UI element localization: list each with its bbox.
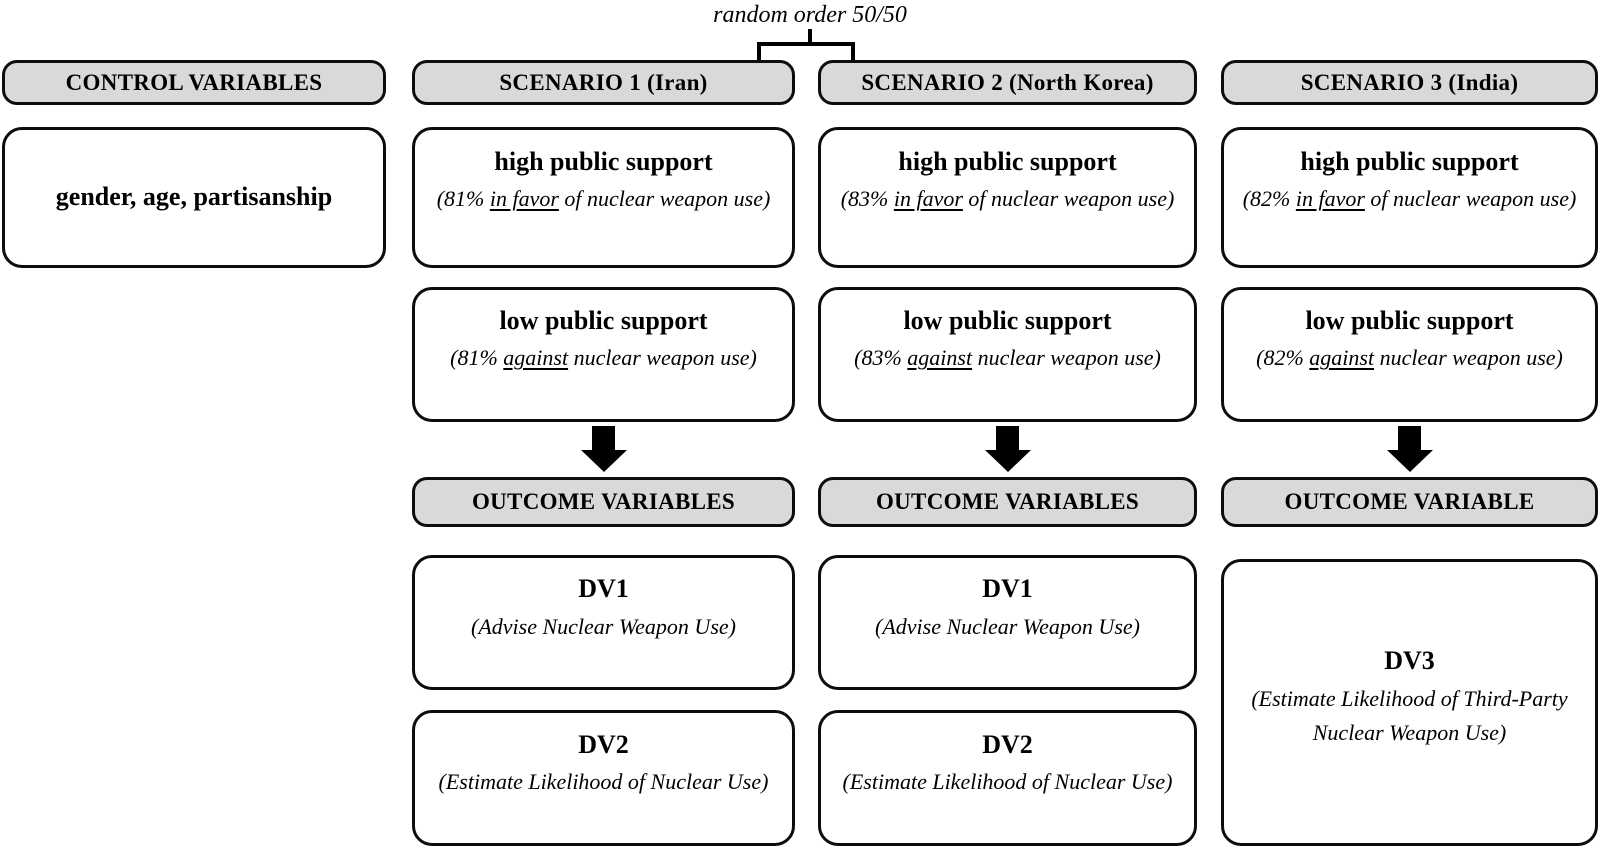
scenario3-high-support-box: high public support (82% in favor of nuc… [1221, 127, 1598, 268]
dv-description: (Advise Nuclear Weapon Use) [471, 613, 736, 639]
scenario1-dv2-box: DV2 (Estimate Likelihood of Nuclear Use) [412, 710, 795, 846]
arrow-head [1386, 450, 1433, 472]
arrow-head [984, 450, 1031, 472]
detail-post: of nuclear weapon use) [558, 186, 771, 212]
down-arrow-icon [1386, 426, 1433, 472]
scenario2-header: SCENARIO 2 (North Korea) [818, 60, 1197, 105]
scenario2-high-support-box: high public support (83% in favor of nuc… [818, 127, 1197, 268]
control-variables-box: gender, age, partisanship [2, 127, 386, 268]
scenario2-column: SCENARIO 2 (North Korea) high public sup… [818, 0, 1197, 848]
scenario1-low-support-box: low public support (81% against nuclear … [412, 287, 795, 422]
scenario2-dv2-box: DV2 (Estimate Likelihood of Nuclear Use) [818, 710, 1197, 846]
control-variables-header: CONTROL VARIABLES [2, 60, 386, 105]
dv-name: DV2 [982, 729, 1033, 759]
control-variables-column: CONTROL VARIABLES gender, age, partisans… [2, 0, 386, 848]
dv-description: (Estimate Likelihood of Nuclear Use) [438, 769, 769, 795]
detail-underline: in favor [1295, 186, 1365, 212]
down-arrow-icon [984, 426, 1031, 472]
scenario3-low-support-box: low public support (82% against nuclear … [1221, 287, 1598, 422]
low-support-detail: (83% against nuclear weapon use) [854, 341, 1161, 374]
detail-post: nuclear weapon use) [1374, 345, 1563, 371]
detail-pre: (81% [436, 186, 490, 212]
low-support-detail: (82% against nuclear weapon use) [1256, 341, 1563, 374]
detail-post: of nuclear weapon use) [1364, 186, 1577, 212]
detail-pre: (83% [854, 345, 908, 371]
scenario3-dv3-box: DV3 (Estimate Likelihood of Third-Party … [1221, 559, 1598, 846]
random-order-bracket-stem [808, 29, 812, 43]
detail-pre: (82% [1256, 345, 1310, 371]
detail-underline: in favor [893, 186, 963, 212]
scenario2-outcome-header: OUTCOME VARIABLES [818, 477, 1197, 527]
high-support-detail: (81% in favor of nuclear weapon use) [437, 182, 771, 215]
detail-post: of nuclear weapon use) [962, 186, 1175, 212]
low-support-title: low public support [903, 305, 1112, 335]
detail-pre: (81% [450, 345, 504, 371]
detail-underline: against [907, 345, 973, 371]
dv-name: DV2 [578, 729, 629, 759]
dv-name: DV3 [1384, 646, 1435, 676]
scenario1-outcome-header: OUTCOME VARIABLES [412, 477, 795, 527]
dv-name: DV1 [578, 574, 629, 604]
control-variables-text: gender, age, partisanship [55, 182, 333, 212]
detail-post: nuclear weapon use) [972, 345, 1161, 371]
down-arrow-icon [580, 426, 627, 472]
scenario3-column: SCENARIO 3 (India) high public support (… [1221, 0, 1598, 848]
arrow-head [580, 450, 627, 472]
detail-underline: in favor [489, 186, 559, 212]
high-support-title: high public support [898, 146, 1117, 176]
detail-pre: (83% [840, 186, 894, 212]
scenario3-header: SCENARIO 3 (India) [1221, 60, 1598, 105]
detail-pre: (82% [1242, 186, 1296, 212]
arrow-stem [592, 426, 615, 450]
arrow-stem [1398, 426, 1421, 450]
random-order-bracket [757, 42, 855, 61]
scenario2-low-support-box: low public support (83% against nuclear … [818, 287, 1197, 422]
detail-post: nuclear weapon use) [568, 345, 757, 371]
scenario1-high-support-box: high public support (81% in favor of nuc… [412, 127, 795, 268]
random-order-annotation: random order 50/50 [713, 2, 907, 28]
dv-description: (Estimate Likelihood of Nuclear Use) [842, 769, 1173, 795]
scenario1-dv1-box: DV1 (Advise Nuclear Weapon Use) [412, 555, 795, 690]
scenario1-column: SCENARIO 1 (Iran) high public support (8… [412, 0, 795, 848]
high-support-title: high public support [494, 146, 713, 176]
high-support-detail: (83% in favor of nuclear weapon use) [841, 182, 1175, 215]
arrow-stem [996, 426, 1019, 450]
high-support-title: high public support [1300, 146, 1519, 176]
detail-underline: against [503, 345, 569, 371]
scenario3-outcome-header: OUTCOME VARIABLE [1221, 477, 1598, 527]
dv-name: DV1 [982, 574, 1033, 604]
dv-description: (Advise Nuclear Weapon Use) [875, 613, 1140, 639]
dv-description: (Estimate Likelihood of Third-Party Nucl… [1251, 685, 1568, 745]
low-support-detail: (81% against nuclear weapon use) [450, 341, 757, 374]
low-support-title: low public support [1305, 305, 1514, 335]
high-support-detail: (82% in favor of nuclear weapon use) [1243, 182, 1577, 215]
low-support-title: low public support [499, 305, 708, 335]
scenario2-dv1-box: DV1 (Advise Nuclear Weapon Use) [818, 555, 1197, 690]
scenario1-header: SCENARIO 1 (Iran) [412, 60, 795, 105]
detail-underline: against [1309, 345, 1375, 371]
